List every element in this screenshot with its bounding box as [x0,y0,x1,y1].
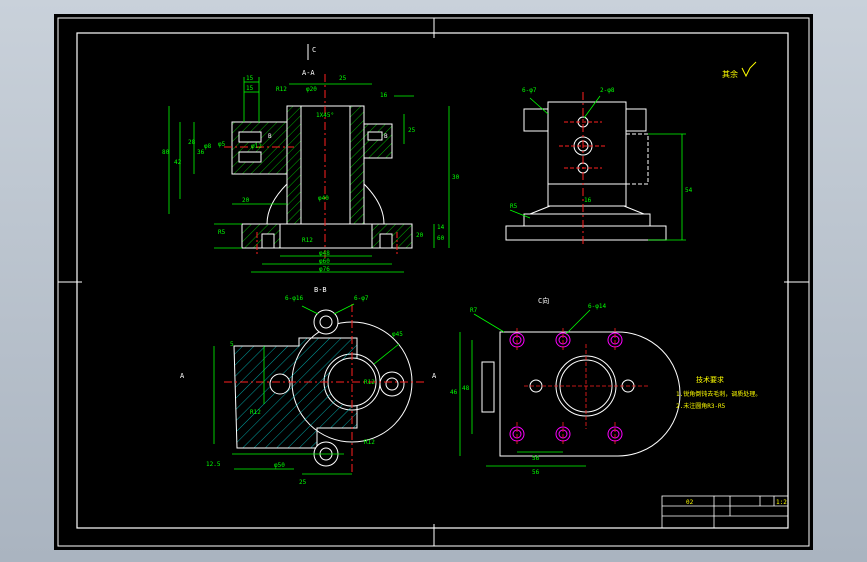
dim-front-14: φ12 [251,143,262,150]
title-block [661,495,789,529]
dim-front-22: φ76 [319,266,330,273]
dim-bb-0: 6-φ16 [285,295,303,302]
dim-front-16: φ40 [318,195,329,202]
marker-b-left: B [268,133,272,140]
dim-bb-5: φ45 [392,331,403,338]
dim-front-9: 28 [188,139,196,146]
section-bb-view: B-B [180,286,437,486]
title-cell-a: 02 [686,499,694,506]
dim-bb-3: 5 [230,341,234,348]
marker-a-right: A [432,372,437,380]
dim-front-0: 15 [246,75,254,82]
section-bb-label: B-B [314,286,327,294]
dim-front-21: φ60 [319,258,330,265]
dim-bb-1: 6-φ7 [354,295,369,302]
dim-front-1: 15 [246,85,254,92]
dim-front-4: φ20 [306,86,317,93]
dim-front-10: 80 [162,149,170,156]
dim-bb-9: R12 [364,439,375,446]
dim-bb-7: φ50 [274,462,285,469]
dim-front-25: 14 [437,224,445,231]
dim-side-2: R5 [510,203,518,210]
dim-front-6: 1X45° [316,112,334,119]
dim-front-19: 60 [437,235,445,242]
title-cell-b: 1:2 [776,499,787,506]
side-view: 6-φ7 2-φ8 R5 54 16 [505,87,693,244]
dim-c-5: 56 [532,469,540,476]
notes-line2: 2.未注圆角R3-R5 [676,402,726,410]
view-c: C向 [450,296,681,476]
surface-note: 其余 [722,69,738,79]
dim-front-13: φ8 [204,143,212,150]
dim-bb-4: R12 [250,409,261,416]
dim-bb-8: 25 [299,479,307,486]
notes-line1: 1.锐角倒钝去毛刺，调质处理。 [676,390,761,398]
dim-front-7: 25 [408,127,416,134]
dim-front-24: 20 [416,232,424,239]
notes-title: 技术要求 [696,375,724,384]
dim-front-17: R12 [302,237,313,244]
view-c-marker: C [312,46,316,54]
front-section-view: C A-A [162,44,460,273]
inner-frame [76,32,789,529]
dim-side-0: 6-φ7 [522,87,537,94]
dim-front-8: φ5 [218,141,226,148]
dim-c-4: 56 [532,455,540,462]
dim-side-3: 54 [685,187,693,194]
dim-front-18: 30 [452,174,460,181]
dim-front-3: 25 [339,75,347,82]
dim-c-0: R7 [470,307,478,314]
dim-side-4: 16 [584,197,592,204]
dim-bb-6: 12.5 [206,461,221,468]
drawing-svg: 其余 C A-A [57,17,810,547]
dim-front-12: 36 [197,149,205,156]
outer-frame [57,17,810,547]
dim-front-5: 16 [380,92,388,99]
marker-b-right: B [384,133,388,140]
technical-notes: 技术要求 1.锐角倒钝去毛刺，调质处理。 2.未注圆角R3-R5 [676,375,761,410]
view-c-label: C向 [538,296,549,305]
dim-c-2: 46 [450,389,458,396]
dim-c-3: 48 [462,385,470,392]
dim-bb-2: R12 [364,379,375,386]
marker-a-left: A [180,372,185,380]
drawing-canvas[interactable]: 其余 C A-A [54,14,813,550]
dim-side-1: 2-φ8 [600,87,615,94]
dim-front-15: 20 [242,197,250,204]
dim-front-20: φ48 [319,250,330,257]
dim-front-2: R12 [276,86,287,93]
section-aa-label: A-A [302,69,315,77]
dim-c-1: 6-φ14 [588,303,606,310]
roughness-symbol [741,61,757,78]
dim-front-11: 42 [174,159,182,166]
dim-front-23: R5 [218,229,226,236]
